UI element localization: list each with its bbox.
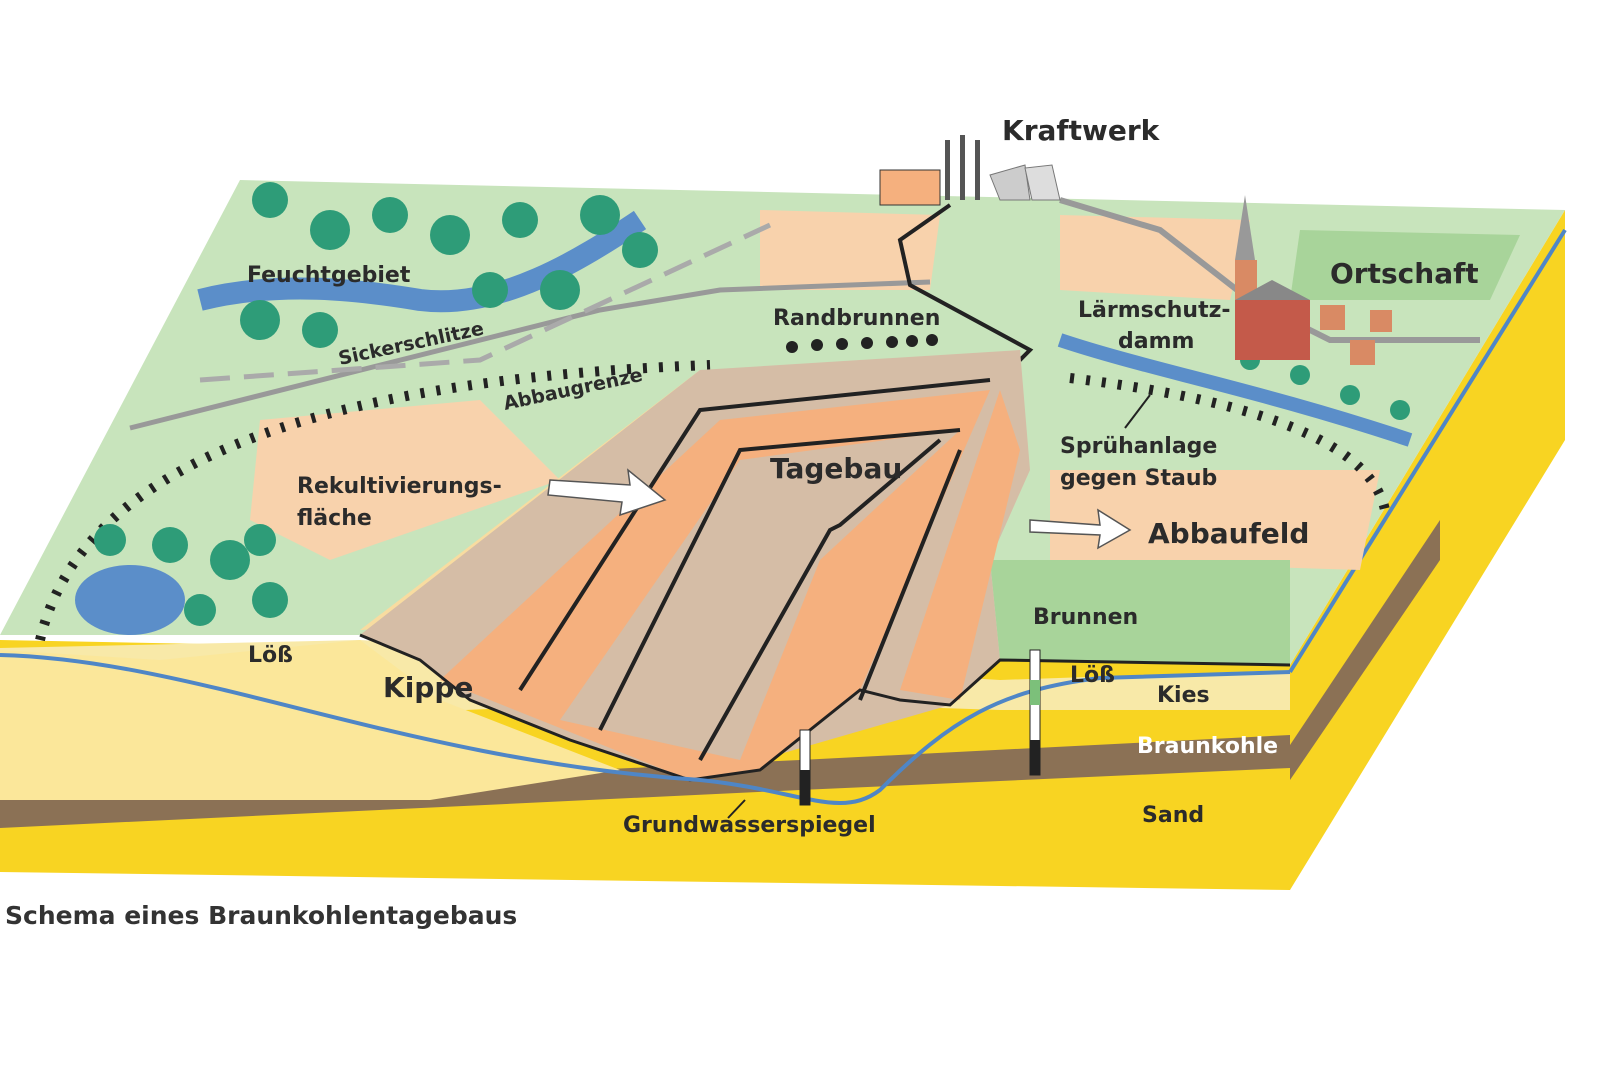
kippe-fill xyxy=(0,640,620,800)
label-laermschutzdamm-1: Lärmschutz- xyxy=(1078,298,1231,323)
pit-terrace xyxy=(900,390,1020,700)
label-braunkohle: Braunkohle xyxy=(1137,734,1278,759)
town-icon xyxy=(1235,195,1392,365)
well-pipe xyxy=(800,770,810,805)
figure-caption: Schema eines Braunkohlentagebaus xyxy=(5,901,517,930)
field xyxy=(760,210,940,290)
label-spruehanlage-1: Sprühanlage xyxy=(1060,434,1217,459)
label-sand: Sand xyxy=(1142,803,1204,828)
side-face xyxy=(1288,210,1567,890)
direction-arrow xyxy=(547,468,667,517)
label-kraftwerk: Kraftwerk xyxy=(1002,114,1161,147)
groundwater-line xyxy=(0,653,1291,805)
label-rekultivierungsflaeche-2: fläche xyxy=(297,506,372,531)
label-kippe: Kippe xyxy=(383,671,473,704)
lake xyxy=(75,565,185,635)
label-loess-left: Löß xyxy=(248,643,293,668)
label-laermschutzdamm-2: damm xyxy=(1118,329,1194,354)
label-kies: Kies xyxy=(1157,683,1210,708)
randbrunnen-dots xyxy=(786,334,938,353)
label-ortschaft: Ortschaft xyxy=(1330,257,1479,290)
pit xyxy=(359,350,1291,782)
abbaugrenze-line-left xyxy=(35,360,711,642)
brunnen-field xyxy=(990,560,1290,665)
label-abbaufeld: Abbaufeld xyxy=(1148,517,1309,550)
label-feuchtgebiet: Feuchtgebiet xyxy=(247,263,411,288)
bench-line xyxy=(698,438,942,761)
abbaufeld-field xyxy=(1050,470,1380,570)
laermschutzdamm-water xyxy=(1057,333,1413,447)
label-tagebau: Tagebau xyxy=(770,452,902,485)
power-plant-icon xyxy=(879,135,1061,206)
label-rekultivierungsflaeche-1: Rekultivierungs- xyxy=(297,474,502,499)
abbaugrenze-line-right xyxy=(1069,373,1390,512)
label-grundwasserspiegel: Grundwasserspiegel xyxy=(623,813,876,838)
pit-terrace xyxy=(560,430,960,760)
pointer-line xyxy=(727,799,746,819)
field xyxy=(1060,215,1250,300)
label-brunnen: Brunnen xyxy=(1033,605,1138,630)
direction-arrow xyxy=(1029,508,1132,550)
rekultivierungsflaeche-field xyxy=(250,400,560,560)
field xyxy=(1290,230,1520,300)
bench-line xyxy=(518,378,991,692)
road xyxy=(129,279,931,431)
label-loess-right: Löß xyxy=(1070,663,1115,688)
wetland-water xyxy=(197,210,647,313)
well-filter xyxy=(1030,680,1040,705)
pit-profile xyxy=(359,633,1291,782)
pointer-line xyxy=(1124,394,1151,429)
sickerschlitze-line xyxy=(199,222,772,383)
bench-line xyxy=(598,428,961,731)
braunkohle-layer xyxy=(0,735,1290,828)
side-braunkohle xyxy=(1290,520,1440,780)
well-pipe xyxy=(1030,740,1040,775)
label-spruehanlage-2: gegen Staub xyxy=(1060,466,1217,491)
trees xyxy=(94,182,1410,626)
label-randbrunnen: Randbrunnen xyxy=(773,306,940,331)
loess-strip xyxy=(360,370,700,630)
side-groundwater xyxy=(1288,228,1567,674)
wells xyxy=(799,649,1041,806)
bench-line xyxy=(858,449,962,701)
